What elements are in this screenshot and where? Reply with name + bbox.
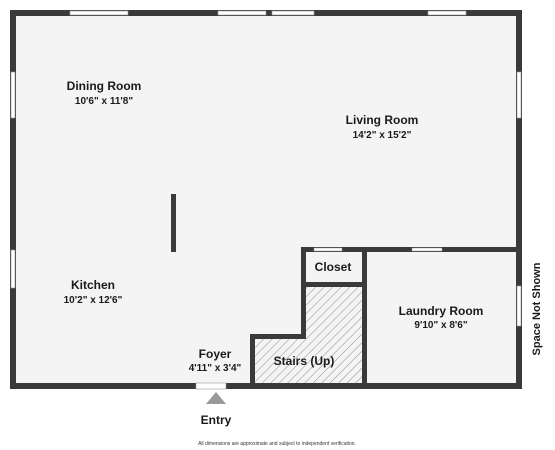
room-dim-living: 14'2" x 15'2": [353, 130, 412, 141]
wall-bottom-right: [226, 383, 522, 389]
partition-wall: [171, 194, 176, 252]
room-name-foyer: Foyer: [199, 347, 232, 361]
laundry-wall-left: [362, 247, 367, 389]
room-dim-dining: 10'6" x 11'8": [75, 96, 133, 107]
window-left-2: [10, 249, 16, 289]
closet-wall-bottom: [301, 282, 367, 287]
stairs-area: [254, 287, 362, 383]
room-dim-laundry: 9'10" x 8'6": [414, 320, 467, 331]
stairs-label: Stairs (Up): [274, 354, 335, 368]
entry-door-opening: [195, 382, 227, 390]
room-name-laundry: Laundry Room: [399, 304, 484, 318]
wall-left: [10, 10, 16, 389]
window-right-1: [516, 71, 522, 119]
room-name-living: Living Room: [346, 113, 419, 127]
stairs-wall-left-lower: [250, 334, 255, 386]
window-closet-top: [313, 247, 343, 252]
entry-arrow-icon: [206, 392, 226, 404]
room-dim-foyer: 4'11" x 3'4": [189, 363, 242, 374]
room-name-kitchen: Kitchen: [71, 278, 115, 292]
room-dim-kitchen: 10'2" x 12'6": [64, 295, 123, 306]
closet-wall-top: [301, 247, 522, 252]
window-top-1: [69, 10, 129, 16]
floor-area: [12, 12, 520, 386]
disclaimer: All dimensions are approximate and subje…: [198, 441, 356, 447]
window-top-2: [217, 10, 267, 16]
space-not-shown-label: Space Not Shown: [531, 262, 543, 355]
window-top-3: [271, 10, 315, 16]
stairs-wall-left-upper: [301, 282, 306, 339]
wall-right: [516, 10, 522, 389]
room-name-dining: Dining Room: [67, 79, 142, 93]
window-laundry-top: [411, 247, 443, 252]
stairs-wall-mid: [250, 334, 306, 339]
wall-bottom-left: [10, 383, 196, 389]
window-left-1: [10, 71, 16, 119]
window-right-2: [516, 285, 522, 327]
window-top-4: [427, 10, 467, 16]
entry-label: Entry: [201, 413, 232, 427]
room-name-closet: Closet: [315, 260, 352, 274]
closet-wall-left: [301, 247, 306, 287]
